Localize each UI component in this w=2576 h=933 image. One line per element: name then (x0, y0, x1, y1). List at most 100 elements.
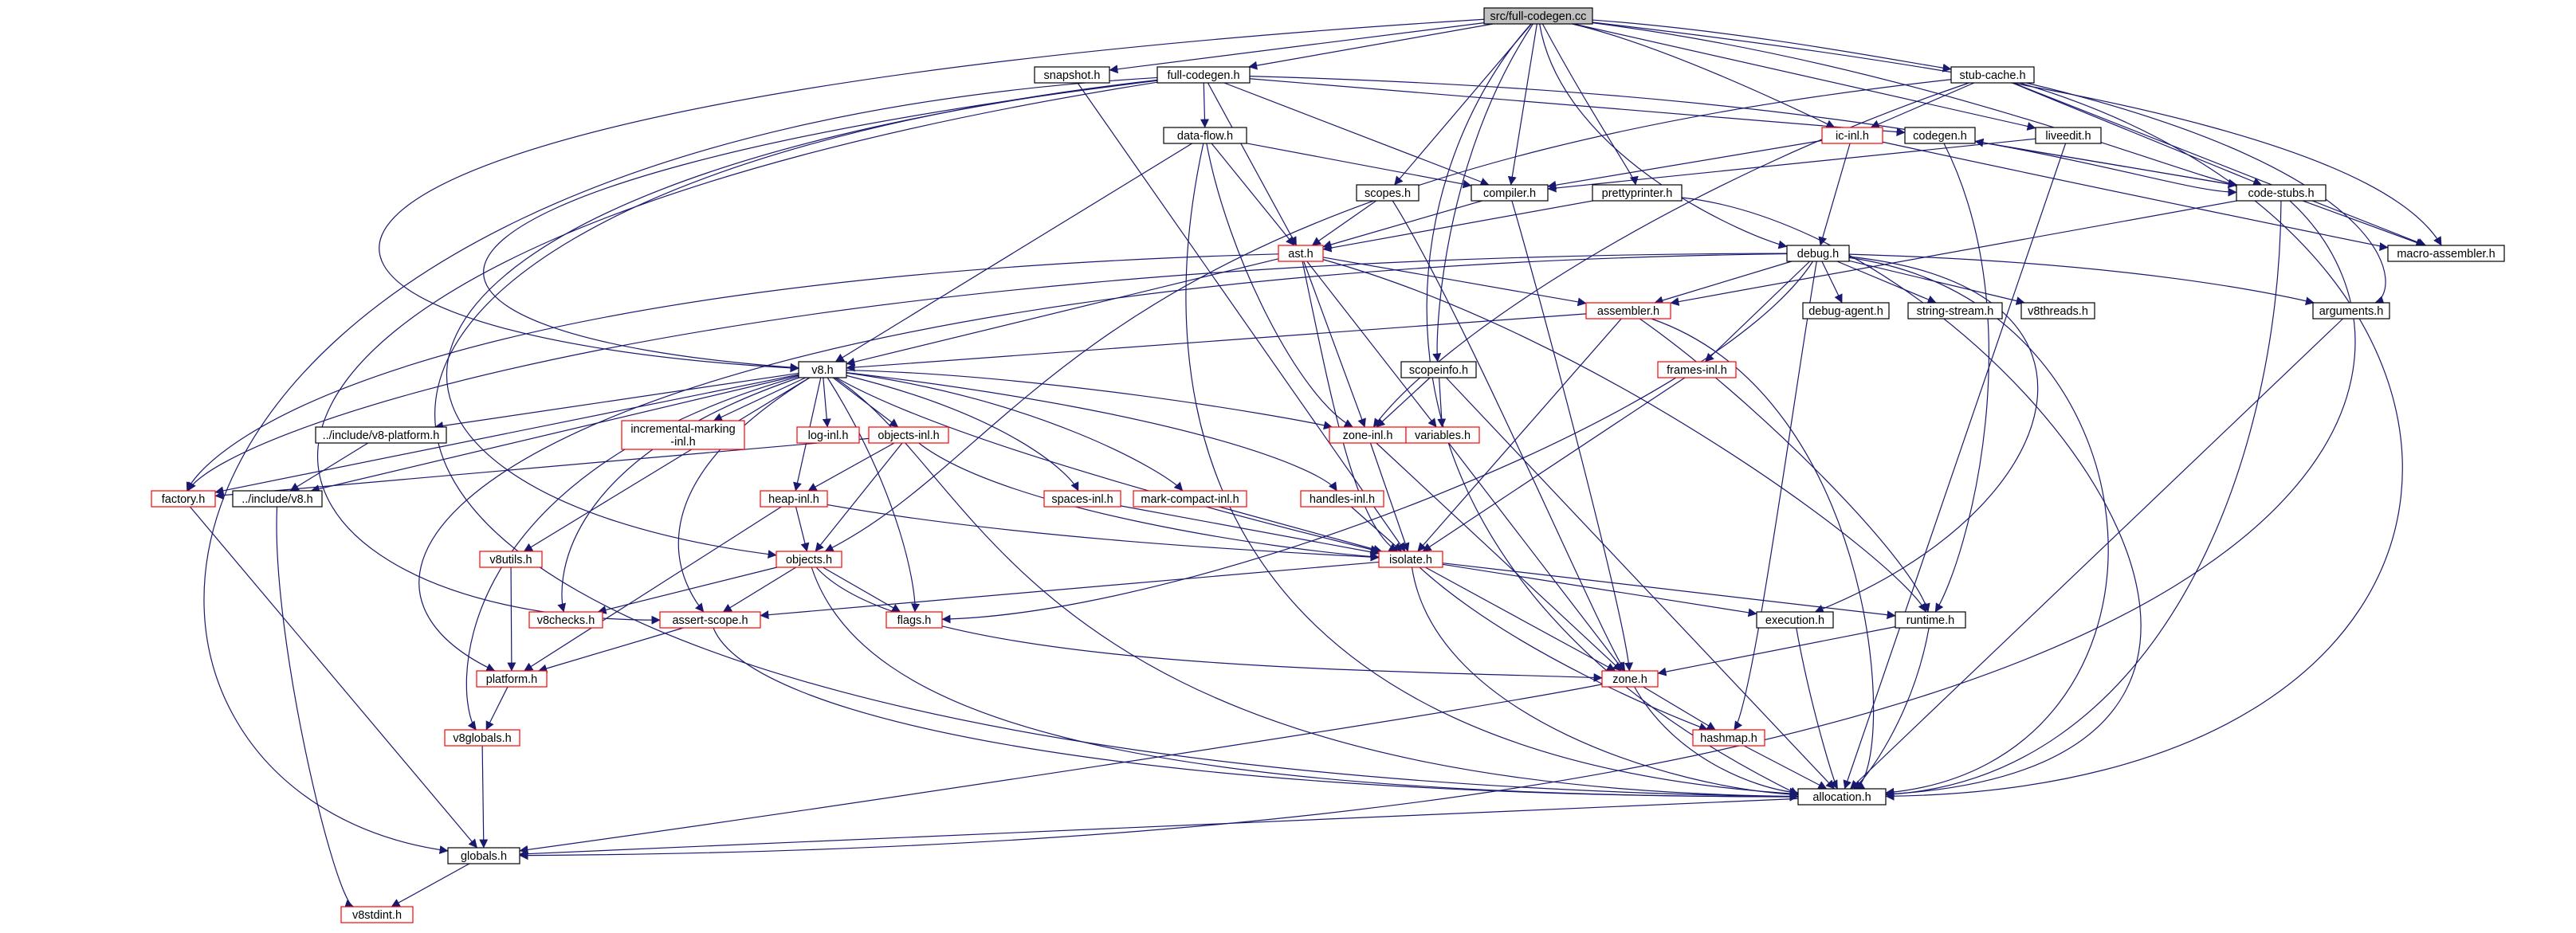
edge-isolate-to-allocation (1411, 566, 1799, 799)
node-v8stdint[interactable]: v8stdint.h (340, 906, 414, 923)
edge-assert-scope-to-platform (538, 627, 684, 673)
node-box (1163, 127, 1247, 144)
node-label: stub-cache.h (1959, 69, 2025, 82)
node-label: -inl.h (670, 436, 695, 449)
node-include-v8[interactable]: ../include/v8.h (232, 490, 323, 508)
node-zone-inl[interactable]: zone-inl.h (1329, 426, 1407, 444)
node-incremental-marking[interactable]: incremental-marking-inl.h (621, 420, 745, 450)
edge-platform-to-v8globals (485, 686, 509, 731)
node-code-stubs[interactable]: code-stubs.h (2236, 184, 2327, 202)
node-objects[interactable]: objects.h (776, 551, 842, 568)
edge-include-v8-to-v8stdint (276, 506, 355, 908)
edge-root-to-snapshot (1109, 22, 1485, 74)
node-flags[interactable]: flags.h (886, 611, 943, 629)
edge-stub-cache-to-macro-assembler (2012, 82, 2427, 247)
edge-scopes-to-ast (1311, 200, 1377, 246)
node-hashmap[interactable]: hashmap.h (1692, 729, 1765, 747)
node-assert-scope[interactable]: assert-scope.h (659, 611, 761, 629)
node-box (1756, 611, 1834, 629)
node-globals[interactable]: globals.h (447, 847, 520, 864)
node-box (1895, 611, 1966, 629)
node-ast[interactable]: ast.h (1278, 245, 1324, 262)
edge-zone-to-hashmap (1643, 686, 1716, 731)
node-label: v8utils.h (489, 554, 532, 566)
edge-ast-to-factory (186, 253, 1279, 492)
node-label: platform.h (486, 673, 537, 686)
edge-isolate-to-execution (1442, 563, 1757, 617)
node-spaces-inl[interactable]: spaces-inl.h (1043, 490, 1121, 508)
node-debug-agent[interactable]: debug-agent.h (1802, 302, 1890, 319)
node-stub-cache[interactable]: stub-cache.h (1950, 66, 2035, 84)
node-v8utils[interactable]: v8utils.h (479, 551, 543, 568)
node-label: ic-inl.h (1836, 130, 1869, 143)
node-label: assert-scope.h (672, 614, 748, 627)
node-label: snapshot.h (1044, 69, 1101, 82)
node-ic-inl[interactable]: ic-inl.h (1821, 127, 1883, 144)
edge-objects-inl-to-isolate (918, 442, 1380, 561)
node-variables[interactable]: variables.h (1405, 426, 1480, 444)
node-box (1950, 66, 2035, 84)
node-handles-inl[interactable]: handles-inl.h (1300, 490, 1384, 508)
node-v8checks[interactable]: v8checks.h (528, 611, 603, 629)
edge-spaces-inl-to-isolate (1120, 505, 1380, 557)
node-box (1278, 245, 1324, 262)
node-box (886, 611, 943, 629)
node-label: data-flow.h (1177, 130, 1233, 143)
edge-compiler-to-ast (1322, 200, 1482, 249)
node-isolate[interactable]: isolate.h (1378, 551, 1443, 568)
edge-codegen-to-runtime (1934, 143, 1989, 613)
node-data-flow[interactable]: data-flow.h (1163, 127, 1247, 144)
node-box (1034, 66, 1110, 84)
node-runtime[interactable]: runtime.h (1895, 611, 1966, 629)
node-platform[interactable]: platform.h (476, 670, 548, 688)
node-execution[interactable]: execution.h (1756, 611, 1834, 629)
node-heap-inl[interactable]: heap-inl.h (760, 490, 828, 508)
node-scopeinfo[interactable]: scopeinfo.h (1400, 361, 1477, 378)
node-snapshot[interactable]: snapshot.h (1034, 66, 1110, 84)
node-box (1821, 127, 1883, 144)
node-v8threads[interactable]: v8threads.h (2020, 302, 2095, 319)
node-v8-platform[interactable]: ../include/v8-platform.h (315, 426, 447, 444)
node-box (528, 611, 603, 629)
node-label: v8globals.h (453, 732, 511, 745)
node-objects-inl[interactable]: objects-inl.h (868, 426, 949, 444)
node-mark-compact-inl[interactable]: mark-compact-inl.h (1133, 490, 1247, 508)
node-zone[interactable]: zone.h (1601, 670, 1659, 688)
node-assembler[interactable]: assembler.h (1585, 302, 1671, 319)
node-frames-inl[interactable]: frames-inl.h (1657, 361, 1737, 378)
edge-objects-to-zone (815, 566, 1603, 682)
edge-liveedit-to-compiler (1547, 138, 2036, 193)
node-box (1133, 490, 1247, 508)
edge-root-to-macro-assembler (1592, 22, 2442, 246)
node-allocation[interactable]: allocation.h (1797, 788, 1887, 806)
node-box (476, 670, 548, 688)
node-codegen[interactable]: codegen.h (1904, 127, 1976, 144)
edge-zone-to-allocation (1634, 686, 1799, 797)
edge-assembler-to-runtime (1639, 318, 1930, 613)
node-v8[interactable]: v8.h (798, 361, 847, 378)
node-compiler[interactable]: compiler.h (1471, 184, 1549, 202)
edge-v8globals-to-globals (479, 745, 489, 849)
node-liveedit[interactable]: liveedit.h (2035, 127, 2102, 144)
node-prettyprinter[interactable]: prettyprinter.h (1592, 184, 1683, 202)
node-label: zone-inl.h (1343, 429, 1393, 442)
node-arguments[interactable]: arguments.h (2312, 302, 2390, 319)
node-box (2236, 184, 2327, 202)
node-string-stream[interactable]: string-stream.h (1907, 302, 2003, 319)
edge-data-flow-to-zone-inl (1206, 143, 1353, 428)
node-root[interactable]: src/full-codegen.cc (1483, 7, 1593, 25)
node-factory[interactable]: factory.h (151, 490, 216, 508)
node-full-codegen[interactable]: full-codegen.h (1156, 66, 1251, 84)
node-label: objects.h (786, 554, 832, 566)
node-v8globals[interactable]: v8globals.h (444, 729, 520, 747)
node-scopes[interactable]: scopes.h (1356, 184, 1420, 202)
node-debug[interactable]: debug.h (1786, 245, 1850, 262)
node-macro-assembler[interactable]: macro-assembler.h (2387, 245, 2505, 262)
node-log-inl[interactable]: log-inl.h (796, 426, 860, 444)
node-label: scopeinfo.h (1409, 364, 1468, 377)
edge-debug-to-frames-inl (1704, 261, 1811, 363)
node-label: macro-assembler.h (2397, 248, 2495, 261)
edge-stub-cache-to-code-stubs (2012, 82, 2263, 186)
edge-debug-to-hashmap (1734, 261, 1817, 731)
node-box (1904, 127, 1976, 144)
